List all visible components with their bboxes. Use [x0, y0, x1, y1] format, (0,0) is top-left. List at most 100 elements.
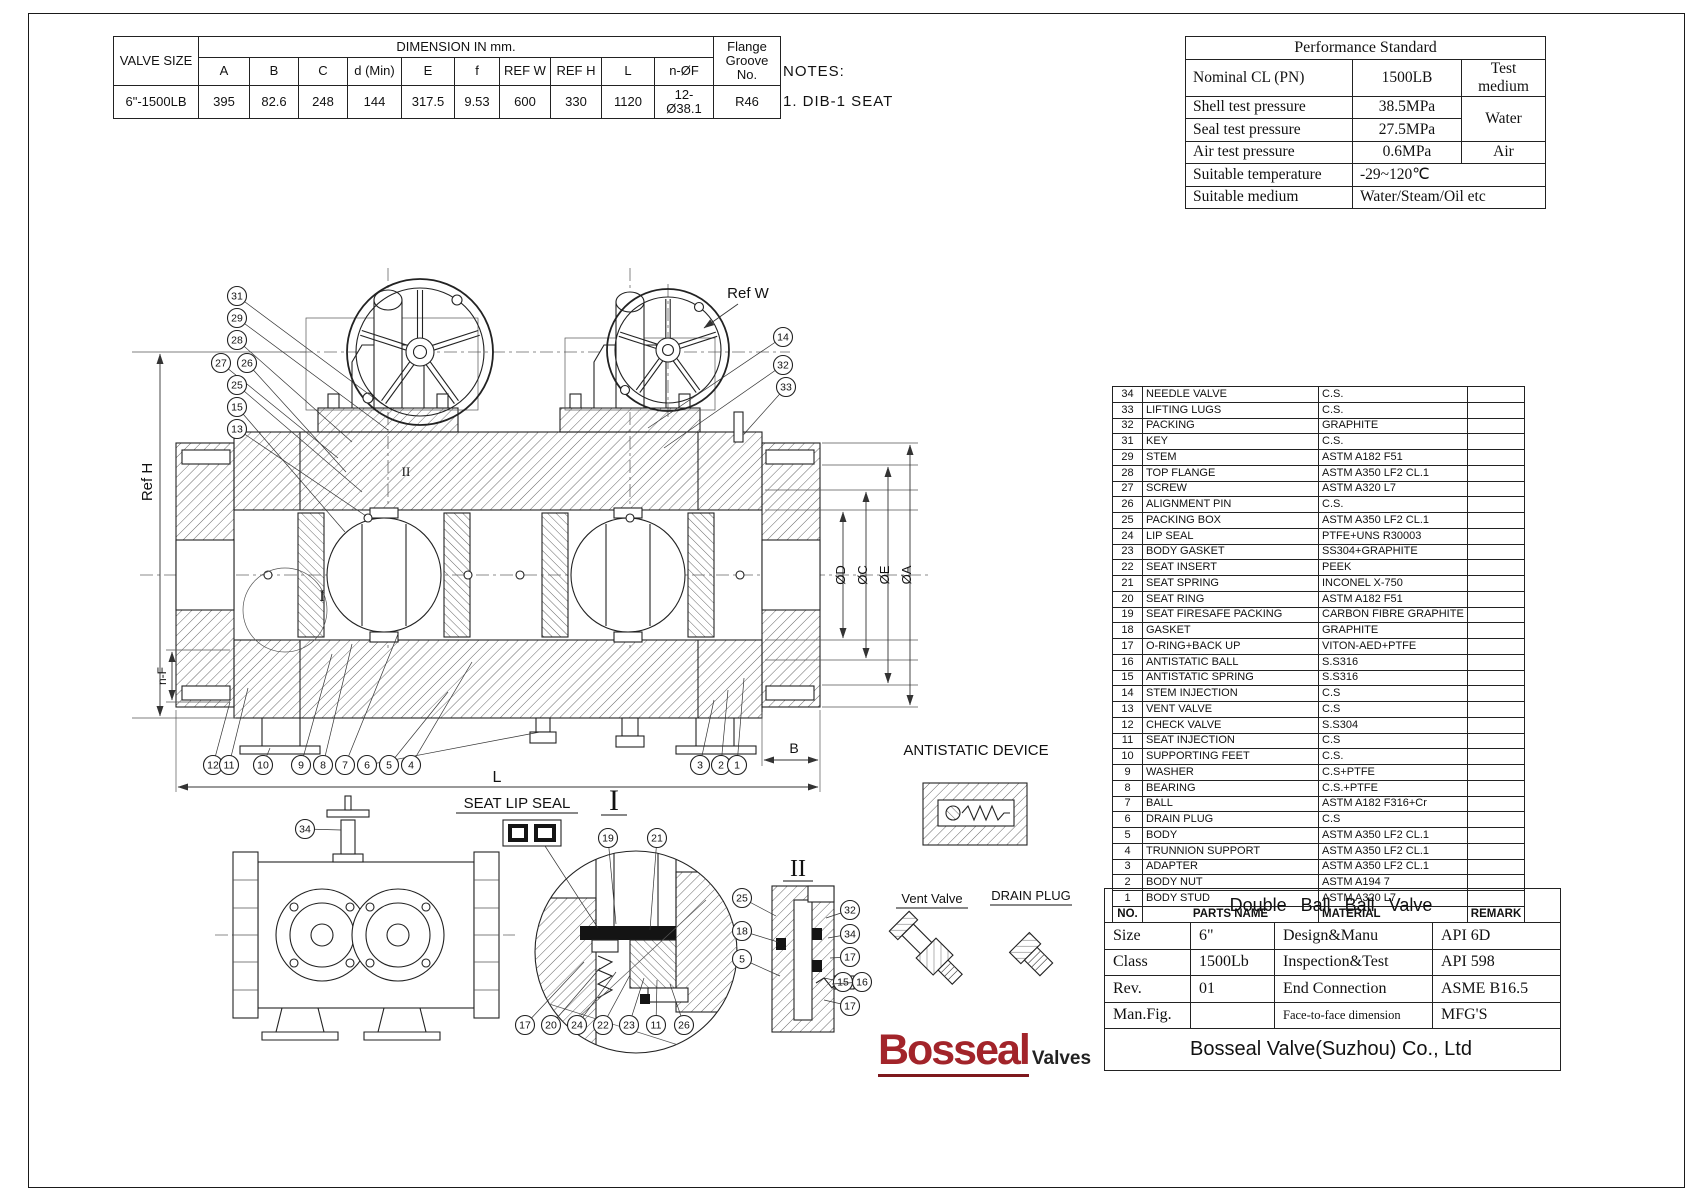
- part-balloon-number: 26: [241, 358, 253, 370]
- part-balloon: [226, 307, 248, 329]
- part-balloon-number: 21: [651, 833, 663, 845]
- drawing-label: L: [493, 769, 502, 786]
- part-balloon-number: 5: [739, 954, 745, 966]
- col-refh: REF H: [550, 57, 602, 86]
- balloon-leader: [410, 661, 473, 766]
- part-balloon: [726, 754, 748, 776]
- part-balloon: [236, 352, 258, 374]
- part-balloon-number: 5: [386, 760, 392, 772]
- drawing-label: Vent Valve: [901, 891, 962, 906]
- flange-groove-value: R46: [713, 85, 781, 119]
- title-block: Double Ball Ball Valve Size 6" Design&Ma…: [1104, 888, 1561, 1071]
- balloon-leader: [300, 653, 333, 766]
- performance-title: Performance Standard: [1185, 36, 1546, 60]
- part-balloon-number: 17: [844, 952, 856, 964]
- drawing-label: II: [790, 856, 806, 882]
- part-balloon: [514, 1014, 536, 1036]
- part-balloon: [645, 1014, 667, 1036]
- part-balloon: [731, 887, 753, 909]
- drawing-label: I: [319, 588, 324, 605]
- balloon-leader: [699, 699, 715, 766]
- part-balloon-number: 31: [231, 291, 243, 303]
- drawing-title: Double Ball Ball Valve: [1104, 888, 1561, 923]
- balloon-leader: [236, 339, 353, 443]
- rev-value: 01: [1190, 975, 1275, 1003]
- part-balloon: [400, 754, 422, 776]
- part-balloon-number: 15: [837, 977, 849, 989]
- part-balloon: [775, 376, 797, 398]
- sheet-border: [28, 13, 1685, 1188]
- balloon-leader: [236, 384, 363, 493]
- logo-brand-text: Bosseal: [877, 1026, 1031, 1077]
- part-balloon-number: 25: [231, 380, 243, 392]
- balloon-leader: [743, 386, 787, 435]
- col-L: L: [601, 57, 655, 86]
- balloon-leader: [322, 643, 353, 766]
- col-f: f: [454, 57, 500, 86]
- part-balloon-number: 34: [844, 929, 856, 941]
- part-balloon-number: 32: [777, 360, 789, 372]
- drawing-label: I: [609, 784, 619, 817]
- size-value: 6": [1190, 922, 1275, 950]
- main-section-view: [132, 268, 930, 792]
- part-balloon: [226, 285, 248, 307]
- part-balloon: [210, 352, 232, 374]
- part-balloon: [839, 995, 861, 1017]
- part-balloon-number: 25: [736, 893, 748, 905]
- logo-suffix-text: Valves: [1031, 1048, 1092, 1069]
- part-balloon: [226, 396, 248, 418]
- performance-table: Performance Standard Nominal CL (PN) 150…: [1185, 36, 1546, 209]
- part-balloon-number: 3: [697, 760, 703, 772]
- notes-title: NOTES:: [783, 63, 845, 80]
- part-balloon-number: 29: [231, 313, 243, 325]
- balloon-leader: [524, 961, 585, 1026]
- balloon-leader: [720, 689, 729, 766]
- balloon-leader: [212, 701, 231, 766]
- part-balloon-number: 14: [777, 332, 789, 344]
- dimension-table: VALVE SIZE DIMENSION IN mm. Flange Groov…: [113, 36, 781, 119]
- handwheel-icon: [606, 288, 730, 412]
- balloon-leader: [236, 317, 389, 431]
- drawing-label: ØE: [877, 565, 892, 584]
- drawing-label: ØD: [833, 565, 848, 585]
- vent-valve-detail: [888, 910, 963, 985]
- col-d: d (Min): [347, 57, 402, 86]
- part-balloon: [540, 1014, 562, 1036]
- part-balloon-number: 23: [623, 1020, 635, 1032]
- part-balloon-number: 19: [602, 833, 614, 845]
- balloon-leader: [663, 364, 784, 449]
- drawing-label: SEAT LIP SEAL: [464, 795, 571, 812]
- valve-size-value: 6"-1500LB: [113, 85, 199, 119]
- part-balloon: [252, 754, 274, 776]
- part-balloon: [839, 923, 861, 945]
- part-balloon: [356, 754, 378, 776]
- part-balloon-number: 32: [844, 905, 856, 917]
- drawing-label: ØC: [855, 565, 870, 585]
- part-balloon: [226, 374, 248, 396]
- balloon-leader: [649, 837, 658, 931]
- part-balloon: [218, 754, 240, 776]
- col-A: A: [198, 57, 250, 86]
